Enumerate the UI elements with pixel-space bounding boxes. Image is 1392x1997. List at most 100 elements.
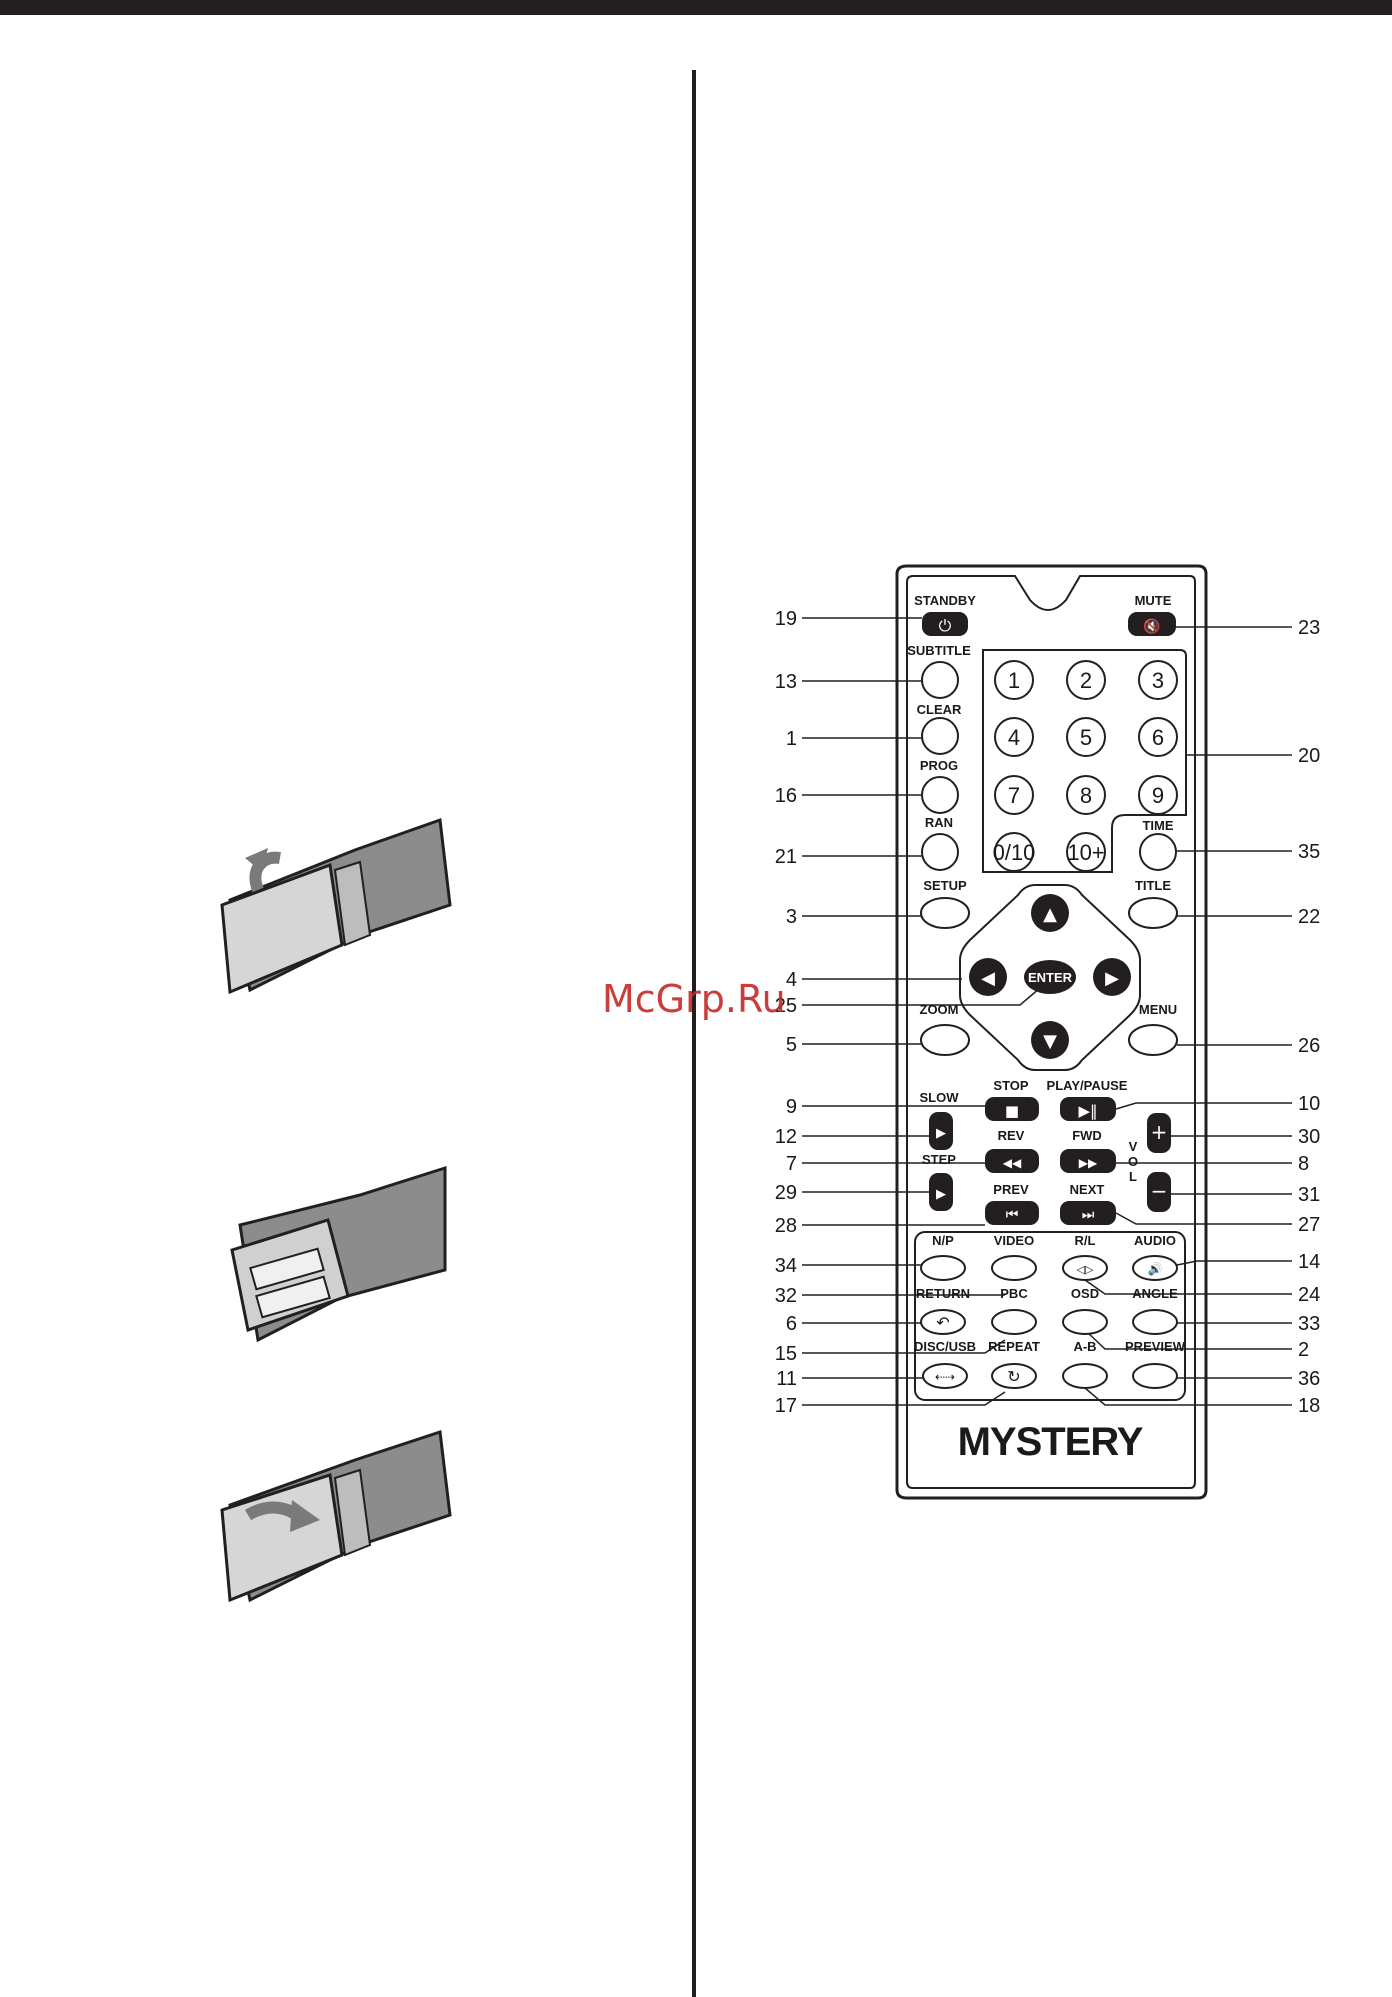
arrow-left-icon: ◀	[981, 968, 995, 989]
callout-number: 26	[1298, 1035, 1320, 1057]
nav-up-button[interactable]	[1031, 894, 1069, 932]
plus-icon: +	[1151, 1120, 1168, 1144]
disc-usb-button[interactable]	[922, 1363, 968, 1389]
pbc-label: PBC	[1000, 1286, 1028, 1301]
return-button[interactable]	[920, 1309, 966, 1335]
digit-1-button[interactable]	[994, 660, 1034, 700]
rl-button[interactable]	[1062, 1255, 1108, 1281]
callout-number: 18	[1298, 1395, 1320, 1417]
clear-label: CLEAR	[917, 702, 962, 717]
setup-button[interactable]	[920, 897, 970, 929]
ran-button[interactable]	[921, 833, 959, 871]
arrow-right-icon: ▶	[1105, 968, 1119, 989]
callout-number: 35	[1298, 841, 1320, 863]
np-button[interactable]	[920, 1255, 966, 1281]
battery-step-insert-illustration	[230, 1165, 447, 1343]
pbc-button[interactable]	[991, 1309, 1037, 1335]
speaker-lr-icon: ◁▷	[1077, 1263, 1094, 1276]
digit-8-button[interactable]	[1066, 775, 1106, 815]
prog-button[interactable]	[921, 776, 959, 814]
play-pause-label: PLAY/PAUSE	[1047, 1078, 1128, 1093]
callout-number: 14	[1298, 1251, 1320, 1273]
play-pause-button[interactable]	[1060, 1097, 1116, 1121]
digit-3-button[interactable]	[1138, 660, 1178, 700]
rev-label: REV	[998, 1128, 1025, 1143]
callout-line	[1115, 1102, 1292, 1110]
callout-line	[1084, 1279, 1292, 1295]
fwd-button[interactable]	[1060, 1149, 1116, 1173]
nav-left-button[interactable]	[969, 958, 1007, 996]
enter-button[interactable]	[1024, 960, 1076, 994]
stop-button[interactable]	[985, 1097, 1039, 1121]
callout-number: 21	[775, 846, 797, 868]
callout-number: 28	[775, 1215, 797, 1237]
vol-l-label: L	[1129, 1169, 1137, 1184]
time-button[interactable]	[1139, 833, 1177, 871]
callout-number: 9	[786, 1096, 797, 1118]
menu-button[interactable]	[1128, 1024, 1178, 1056]
digit-2-button[interactable]	[1066, 660, 1106, 700]
remote-body	[895, 564, 1208, 1500]
callout-number: 34	[775, 1255, 797, 1277]
fwd-label: FWD	[1072, 1128, 1102, 1143]
digit-10plus-button[interactable]	[1066, 832, 1106, 872]
callout-number: 1	[786, 728, 797, 750]
nav-right-button[interactable]	[1093, 958, 1131, 996]
digit-4-button[interactable]	[994, 717, 1034, 757]
mute-icon: 🔇	[1143, 618, 1160, 635]
preview-button[interactable]	[1132, 1363, 1178, 1389]
callout-number: 23	[1298, 617, 1320, 639]
slow-button[interactable]	[929, 1112, 953, 1150]
clear-button[interactable]	[921, 717, 959, 755]
audio-label: AUDIO	[1134, 1233, 1176, 1248]
mute-button[interactable]	[1128, 612, 1176, 636]
minus-icon: −	[1151, 1179, 1168, 1203]
callout-number: 32	[775, 1285, 797, 1307]
digit-5-button[interactable]	[1066, 717, 1106, 757]
callout-number: 31	[1298, 1184, 1320, 1206]
prev-button[interactable]	[985, 1201, 1039, 1225]
angle-button[interactable]	[1132, 1309, 1178, 1335]
battery-step-open-illustration	[220, 817, 452, 995]
next-button[interactable]	[1060, 1201, 1116, 1225]
ab-label: A-B	[1073, 1339, 1096, 1354]
callout-number: 11	[776, 1368, 797, 1390]
digit-label: 2	[1080, 668, 1092, 693]
rl-label: R/L	[1075, 1233, 1096, 1248]
volume-up-button[interactable]	[1147, 1113, 1171, 1153]
digit-7-button[interactable]	[994, 775, 1034, 815]
audio-button[interactable]	[1132, 1255, 1178, 1281]
callout-number: 5	[786, 1034, 797, 1056]
arrow-right-icon	[290, 1500, 320, 1532]
digit-0-10-button[interactable]	[994, 832, 1034, 872]
rev-button[interactable]	[985, 1149, 1039, 1173]
callout-number: 29	[775, 1182, 797, 1204]
osd-button[interactable]	[1062, 1309, 1108, 1335]
title-button[interactable]	[1128, 897, 1178, 929]
standby-label: STANDBY	[914, 593, 976, 608]
stop-label: STOP	[993, 1078, 1028, 1093]
zoom-button[interactable]	[920, 1024, 970, 1056]
standby-button[interactable]	[922, 612, 968, 636]
step-button[interactable]	[929, 1173, 953, 1211]
video-button[interactable]	[991, 1255, 1037, 1281]
digit-6-button[interactable]	[1138, 717, 1178, 757]
callout-number: 3	[786, 906, 797, 928]
nav-down-button[interactable]	[1031, 1021, 1069, 1059]
callout-number: 7	[786, 1153, 797, 1175]
callout-line	[802, 1339, 1006, 1354]
slow-icon: ▶	[936, 1126, 946, 1141]
enter-label: ENTER	[1028, 970, 1073, 985]
vol-v-label: V	[1129, 1139, 1138, 1154]
digit-9-button[interactable]	[1138, 775, 1178, 815]
callout-number: 17	[775, 1395, 797, 1417]
slow-label: SLOW	[920, 1090, 960, 1105]
setup-label: SETUP	[923, 878, 967, 893]
repeat-button[interactable]	[991, 1363, 1037, 1389]
ab-button[interactable]	[1062, 1363, 1108, 1389]
subtitle-button[interactable]	[921, 661, 959, 699]
return-icon: ↶	[936, 1313, 949, 1332]
callout-line	[1176, 1260, 1292, 1266]
volume-down-button[interactable]	[1147, 1172, 1171, 1212]
digit-label: 1	[1008, 668, 1020, 693]
